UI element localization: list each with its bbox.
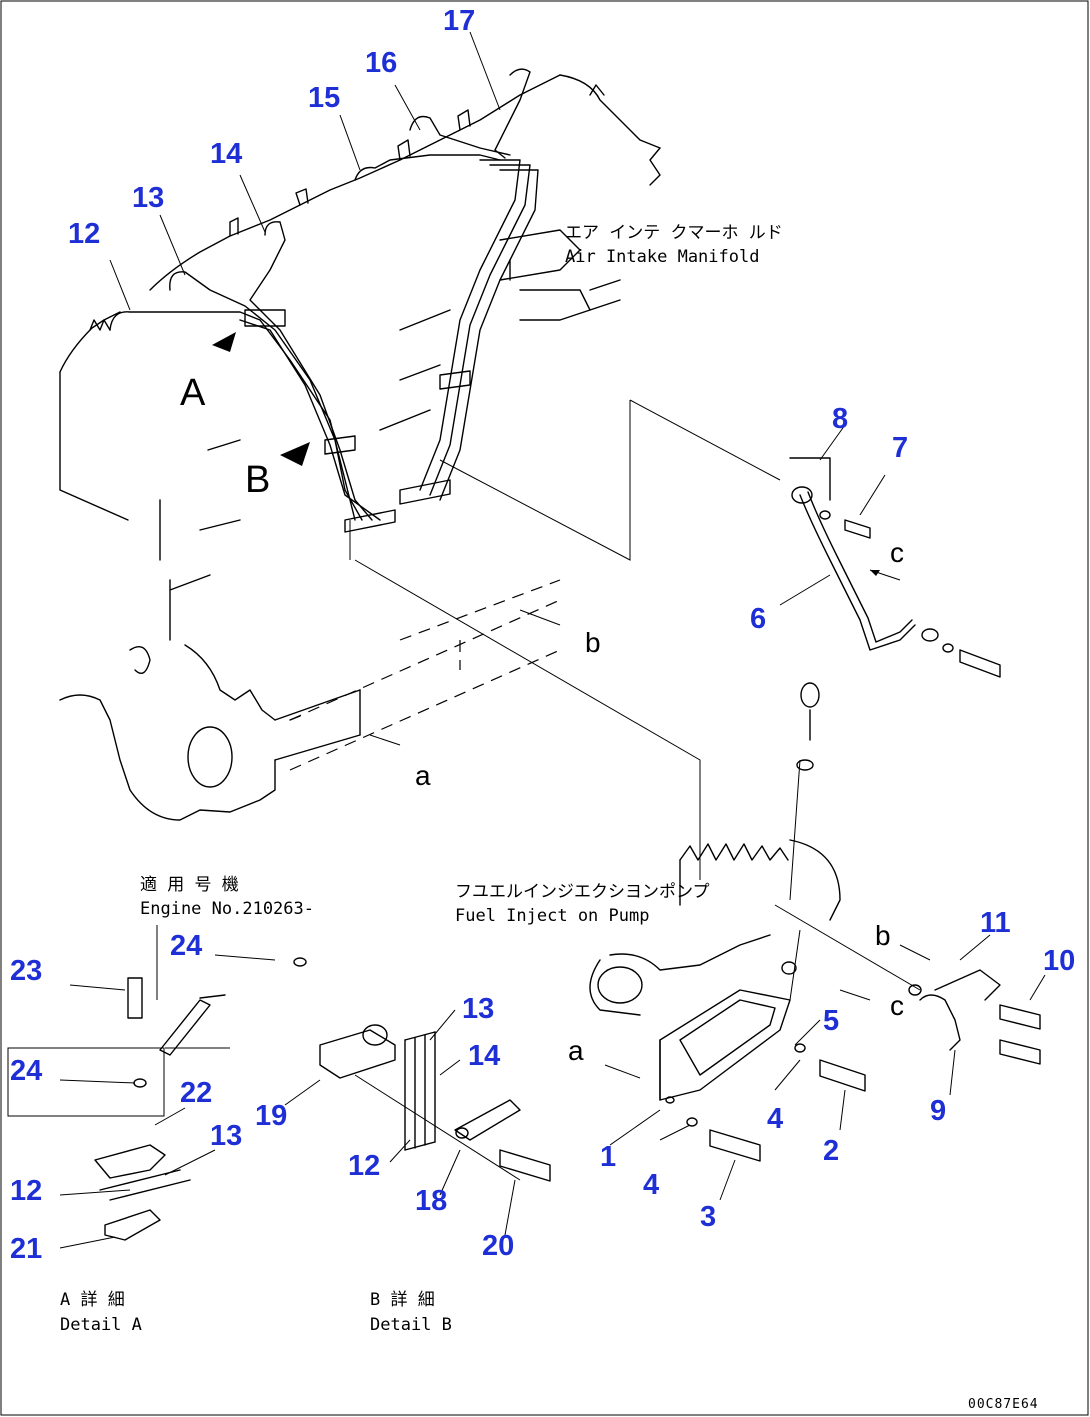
callout-12: 12 [68,218,100,250]
fuel-injection-pump [589,839,841,1016]
detail-a [7,925,307,1241]
detail-b-title-en: Detail B [370,1315,452,1335]
callout-11: 11 [980,907,1011,939]
eye-bolt [796,682,820,771]
ref-a-label: a [415,760,431,791]
callout-14: 14 [210,138,242,170]
fuel-pipe-9 [908,969,1041,1065]
leader-lines [59,31,1046,1249]
detail-b [319,1024,551,1182]
callout-4a: 4 [643,1169,659,1201]
callout-2: 2 [823,1135,839,1167]
reference-lines [349,399,921,1001]
callout-16: 16 [365,47,397,79]
ref-b-label: b [585,627,601,658]
callout-24b: 24 [10,1055,42,1087]
serial-label-jp: 適 用 号 機 [140,875,239,895]
callout-17: 17 [443,5,475,37]
callout-6: 6 [750,603,766,635]
callout-12-detail-b: 12 [348,1150,380,1182]
ref-b2-label: b [875,920,891,951]
callout-12-detail-a: 12 [10,1175,42,1207]
callout-21: 21 [10,1233,42,1265]
callout-13-detail-a: 13 [210,1120,242,1152]
detail-a-title-jp: A 詳 細 [60,1290,125,1310]
callout-18: 18 [415,1185,447,1217]
callout-10: 10 [1043,945,1075,977]
callout-5: 5 [823,1005,839,1037]
ref-c1-label: c [890,537,904,568]
fuel-pipe-6 [789,457,1001,678]
callout-14-detail-b: 14 [468,1040,500,1072]
callout-1: 1 [600,1141,616,1173]
view-arrows [212,332,931,1079]
callout-8: 8 [832,403,848,435]
fuel-pump-label-jp: フユエルインジエクシヨンポンプ [455,882,710,902]
callout-20: 20 [482,1230,514,1262]
drawing-code: 00C87E64 [968,1397,1039,1412]
callout-4b: 4 [767,1103,783,1135]
bracket-1 [659,961,866,1162]
detail-a-title-en: Detail A [60,1315,142,1335]
callout-22: 22 [180,1077,212,1109]
air-intake-label-en: Air Intake Manifold [565,247,759,267]
serial-label-en: Engine No.210263- [140,899,314,919]
fuel-pump-label-en: Fuel Inject on Pump [455,906,649,926]
callout-13-detail-b: 13 [462,993,494,1025]
air-intake-label-jp: エア インテ クマーホ ルド [565,223,783,243]
fuel-tubes-right [354,68,539,505]
callout-23: 23 [10,955,42,987]
ref-c2-label: c [890,990,904,1021]
callout-13: 13 [132,182,164,214]
callout-19: 19 [255,1100,287,1132]
callout-15: 15 [308,82,340,114]
callout-9: 9 [930,1095,946,1127]
callout-numbers: 1 2 3 4 4 5 6 7 8 9 10 11 12 13 14 15 16… [10,5,1075,1265]
detail-b-title-jp: B 詳 細 [370,1290,435,1310]
ref-a2-label: a [568,1035,584,1066]
callout-3: 3 [700,1201,716,1233]
fuel-tubes-left [109,221,396,533]
callout-24a: 24 [170,930,202,962]
view-b-label: B [245,459,270,501]
callout-7: 7 [892,432,908,464]
view-a-label: A [180,372,206,414]
engine-block [59,74,661,821]
